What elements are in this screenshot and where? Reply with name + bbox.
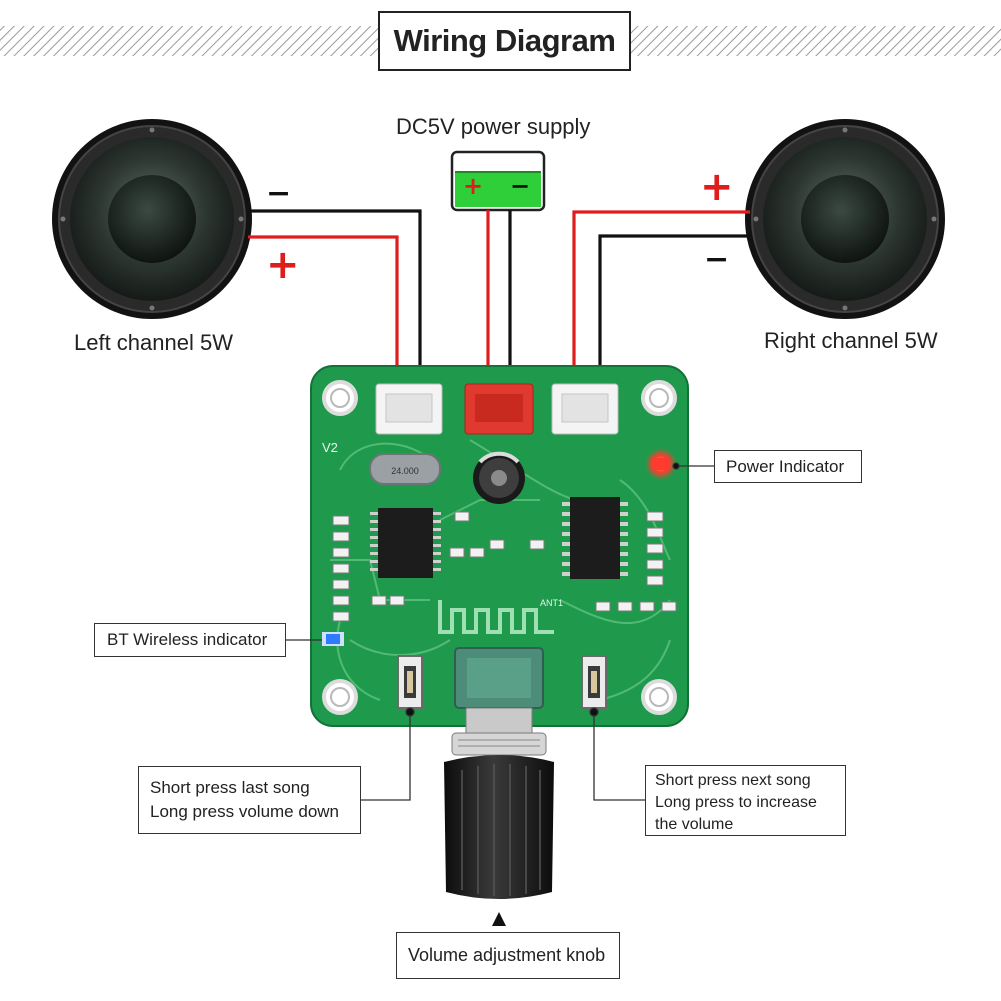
crystal-oscillator: 24.000 <box>369 453 441 485</box>
volume-knob[interactable] <box>444 707 554 926</box>
next-button[interactable] <box>581 655 607 709</box>
antenna-label: ANT1 <box>540 598 563 608</box>
power-indicator-text: Power Indicator <box>726 457 845 476</box>
knob-callout-text: Volume adjustment knob <box>408 945 606 965</box>
prev-button-callout: Short press last song Long press volume … <box>138 766 361 834</box>
left-speaker <box>52 119 252 319</box>
knob-callout: Volume adjustment knob <box>396 932 620 979</box>
crystal-label: 24.000 <box>391 466 419 476</box>
page-title: Wiring Diagram <box>378 11 631 71</box>
wire-right-black <box>598 234 750 396</box>
pcb-antenna: ANT1 <box>438 598 563 634</box>
mount-hole-br <box>641 679 677 715</box>
next-button-line2: Long press to increase <box>655 794 817 811</box>
board-version: V2 <box>322 440 338 455</box>
amplifier-board: 24.000 V2 <box>310 365 689 727</box>
wire-left-black <box>248 209 422 396</box>
potentiometer-body <box>454 647 544 709</box>
wire-left-red <box>248 235 399 396</box>
power-supply-label: DC5V power supply <box>396 114 591 139</box>
mount-hole-tr <box>641 380 677 416</box>
next-button-line3: the volume <box>655 816 734 833</box>
left-channel-label: Left channel 5W <box>74 330 233 355</box>
mount-hole-bl <box>322 679 358 715</box>
bluetooth-chip <box>370 508 441 578</box>
leader-lines <box>286 462 714 801</box>
prev-button-line2: Long press volume down <box>150 802 340 821</box>
power-led <box>645 448 677 480</box>
right-speaker <box>745 119 945 319</box>
next-button-callout: Short press next song Long press to incr… <box>645 765 846 836</box>
right-plus-sign: + <box>700 164 734 210</box>
battery-plus-sign: + <box>463 172 484 200</box>
battery-minus-sign: − <box>510 172 531 200</box>
prev-button[interactable] <box>397 655 423 709</box>
bt-indicator-text: BT Wireless indicator <box>107 630 268 649</box>
header-band-right <box>631 26 1001 56</box>
prev-button-line1: Short press last song <box>150 778 310 797</box>
bt-led <box>322 632 344 646</box>
next-button-line1: Short press next song <box>655 772 811 789</box>
left-minus-sign: − <box>266 176 292 211</box>
left-connector <box>375 383 443 435</box>
amplifier-chip <box>562 497 628 579</box>
power-connector <box>464 383 534 435</box>
right-channel-label: Right channel 5W <box>764 328 938 353</box>
power-indicator-callout: Power Indicator <box>714 450 862 483</box>
bt-indicator-callout: BT Wireless indicator <box>94 623 286 657</box>
header-band-left <box>0 26 378 56</box>
mount-hole-tl <box>322 380 358 416</box>
wire-right-red <box>572 210 750 396</box>
left-plus-sign: + <box>266 242 300 288</box>
power-supply-battery <box>450 150 546 212</box>
right-connector <box>551 383 619 435</box>
right-minus-sign: − <box>704 242 730 277</box>
electrolytic-capacitor <box>473 451 525 504</box>
wires <box>248 209 750 396</box>
smd-components <box>332 511 677 622</box>
